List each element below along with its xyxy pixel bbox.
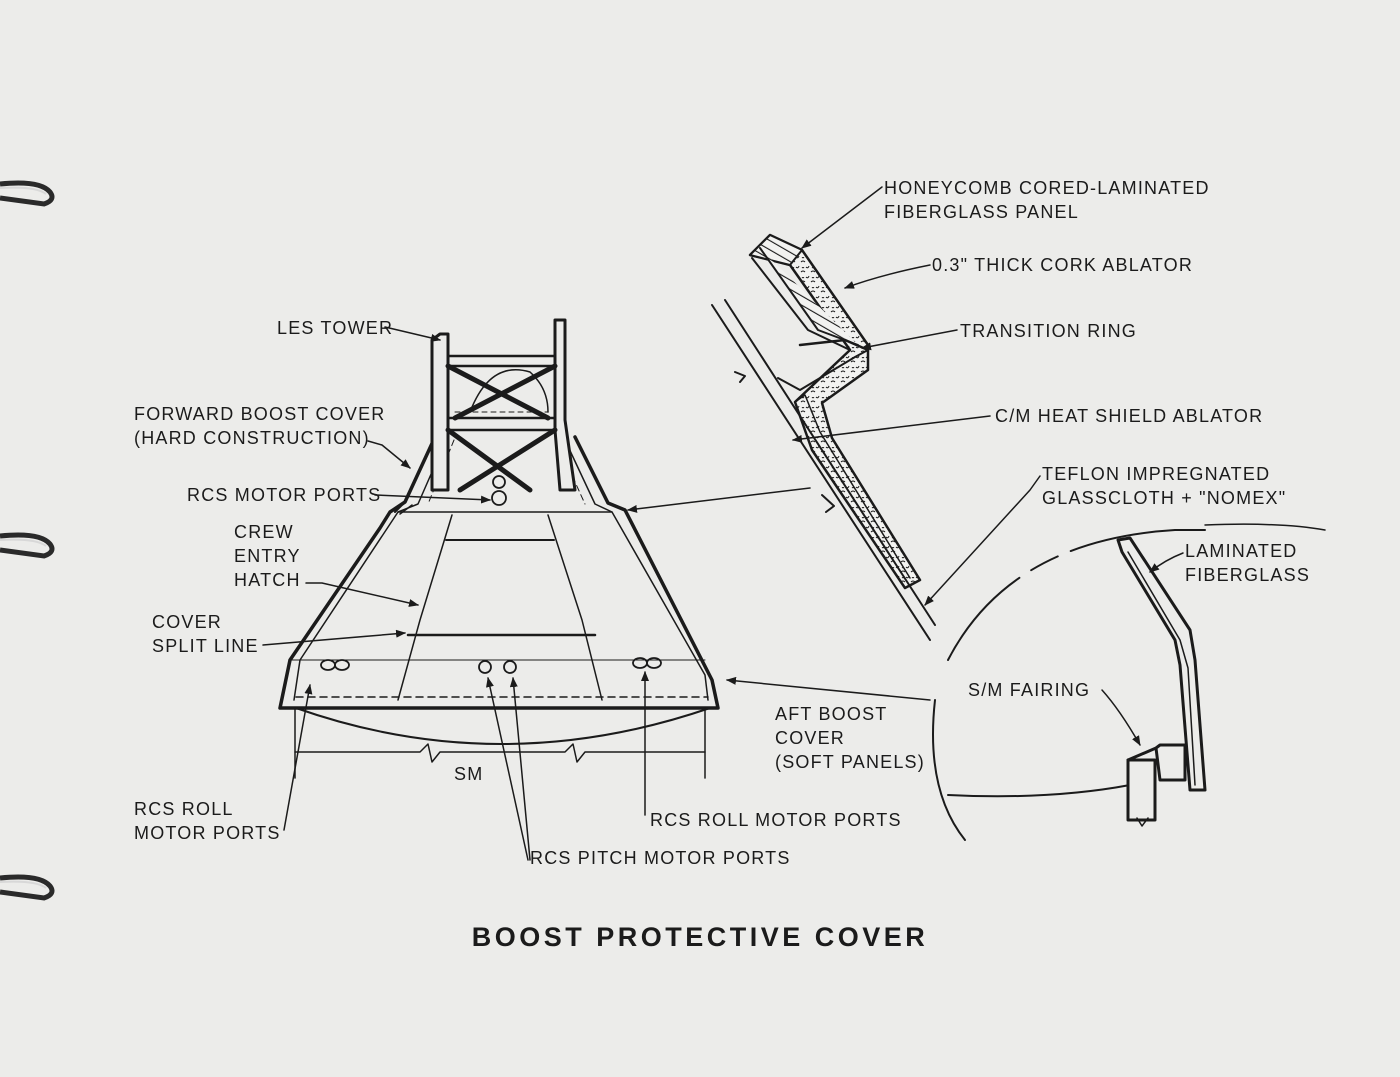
label-teflon-line-1: TEFLON IMPREGNATED	[1042, 464, 1271, 484]
label-cover-split-line: COVER SPLIT LINE	[152, 610, 259, 658]
label-rcs-pitch-motor-ports: RCS PITCH MOTOR PORTS	[530, 848, 791, 868]
binder-ring-middle	[0, 532, 55, 559]
label-forward-boost-cover: FORWARD BOOST COVER (HARD CONSTRUCTION)	[134, 402, 386, 450]
label-teflon-line-2: GLASSCLOTH + "NOMEX"	[1042, 488, 1287, 508]
label-crew-entry-hatch: CREW ENTRY HATCH	[234, 520, 301, 592]
label-transition-ring: TRANSITION RING	[960, 321, 1138, 341]
sm-fairing-detail	[932, 523, 1326, 841]
label-honeycomb-panel: HONEYCOMB CORED-LAMINATED FIBERGLASS PAN…	[884, 176, 1210, 224]
crew-hatch-outline	[397, 514, 603, 701]
label-aft-cover-line-2: COVER	[775, 728, 846, 748]
label-cork-ablator: 0.3" THICK CORK ABLATOR	[932, 255, 1194, 275]
label-crew-hatch-line-1: CREW	[234, 522, 294, 542]
label-aft-boost-cover: AFT BOOST COVER (SOFT PANELS)	[775, 702, 925, 774]
label-sm-fairing: S/M FAIRING	[968, 680, 1091, 700]
label-aft-cover-line-3: (SOFT PANELS)	[775, 752, 925, 772]
label-cover-split-line-1: COVER	[152, 612, 223, 632]
binder-ring-top	[0, 180, 55, 207]
binder-ring-bottom	[0, 874, 55, 901]
label-les-tower: LES TOWER	[277, 318, 394, 338]
label-cover-split-line-2: SPLIT LINE	[152, 636, 259, 656]
les-tower	[430, 318, 577, 493]
heat-shield-ablator-section	[711, 299, 936, 641]
label-rcs-roll-motor-ports-right: RCS ROLL MOTOR PORTS	[650, 810, 902, 830]
label-laminated-line-1: LAMINATED	[1185, 541, 1298, 561]
label-teflon-glasscloth: TEFLON IMPREGNATED GLASSCLOTH + "NOMEX"	[1042, 462, 1286, 510]
label-honeycomb-line-2: FIBERGLASS PANEL	[884, 202, 1079, 222]
leader-lines	[262, 186, 1184, 861]
label-heat-shield-ablator: C/M HEAT SHIELD ABLATOR	[995, 406, 1264, 426]
label-laminated-line-2: FIBERGLASS	[1185, 565, 1311, 585]
label-rcs-roll-left-line-2: MOTOR PORTS	[134, 823, 281, 843]
label-laminated-fiberglass: LAMINATED FIBERGLASS	[1185, 539, 1310, 587]
label-sm: SM	[454, 764, 484, 784]
label-rcs-motor-ports: RCS MOTOR PORTS	[187, 485, 382, 505]
label-honeycomb-line-1: HONEYCOMB CORED-LAMINATED	[884, 178, 1210, 198]
page-title: BOOST PROTECTIVE COVER	[471, 922, 929, 952]
cork-ablator-section	[748, 233, 922, 590]
label-aft-cover-line-1: AFT BOOST	[775, 704, 888, 724]
label-forward-cover-line-2: (HARD CONSTRUCTION)	[134, 428, 370, 448]
label-crew-hatch-line-2: ENTRY	[234, 546, 301, 566]
transition-ring-detail	[798, 338, 870, 352]
label-rcs-roll-left-line-1: RCS ROLL	[134, 799, 234, 819]
label-forward-cover-line-1: FORWARD BOOST COVER	[134, 404, 386, 424]
label-crew-hatch-line-3: HATCH	[234, 570, 301, 590]
label-rcs-roll-motor-ports-left: RCS ROLL MOTOR PORTS	[134, 797, 281, 845]
rcs-motor-ports	[320, 475, 662, 674]
